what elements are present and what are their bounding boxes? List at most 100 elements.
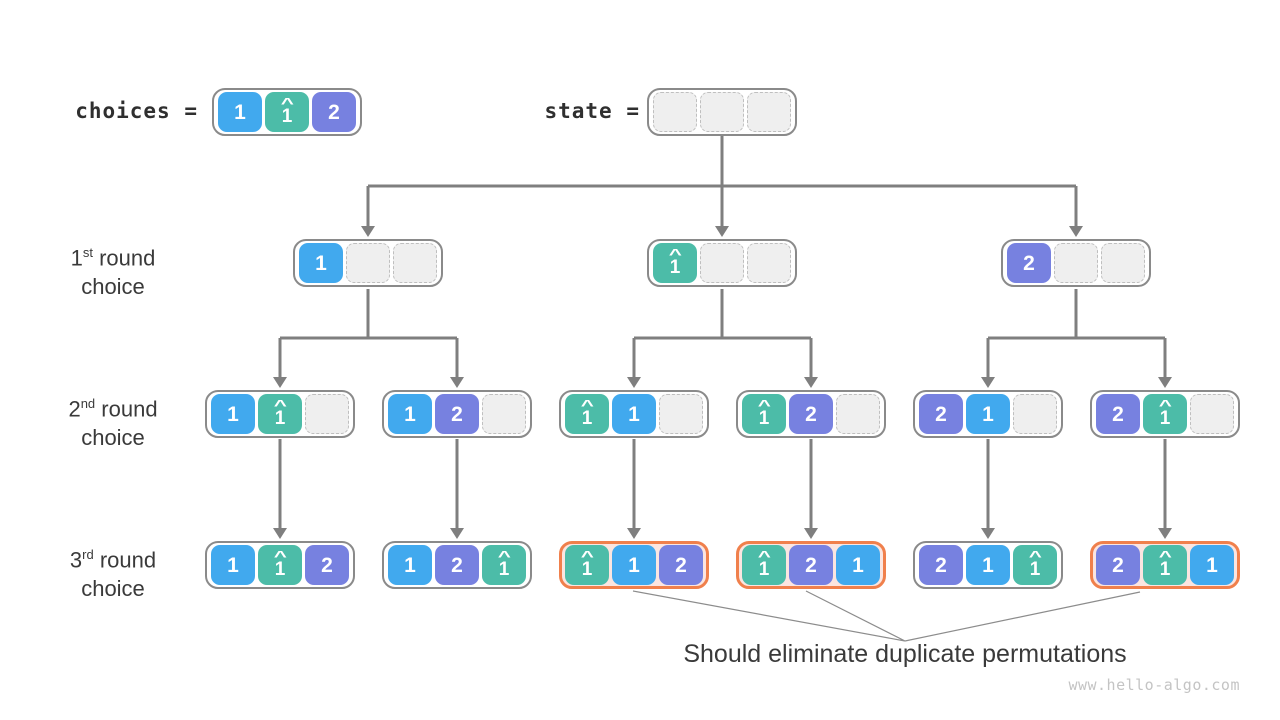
cell-1-hat: ^1 bbox=[265, 92, 309, 132]
cell-2: 2 bbox=[305, 545, 349, 585]
arrow-down-icon bbox=[715, 226, 729, 237]
arrow-down-icon bbox=[450, 528, 464, 539]
round-word: round bbox=[99, 245, 156, 271]
empty-cell bbox=[747, 92, 791, 132]
cell-1-hat: ^1 bbox=[653, 243, 697, 283]
digit: 1 bbox=[669, 257, 681, 278]
empty-cell bbox=[659, 394, 703, 434]
cell-2: 2 bbox=[312, 92, 356, 132]
cell-1: 1 bbox=[1190, 545, 1234, 585]
empty-cell bbox=[346, 243, 390, 283]
arrow-down-icon bbox=[981, 528, 995, 539]
cell-2: 2 bbox=[435, 545, 479, 585]
digit: 1 bbox=[758, 408, 770, 429]
hat-mark: ^ bbox=[1028, 548, 1042, 565]
cell-1: 1 bbox=[836, 545, 880, 585]
duplicate-annotation: Should eliminate duplicate permutations bbox=[683, 640, 1127, 668]
empty-cell bbox=[653, 92, 697, 132]
hat-mark: ^ bbox=[1158, 548, 1172, 565]
digit: 1 bbox=[758, 559, 770, 580]
empty-cell bbox=[393, 243, 437, 283]
cell-1: 1 bbox=[211, 545, 255, 585]
round1-node-1: 1 bbox=[293, 239, 443, 287]
arrow-down-icon bbox=[981, 377, 995, 388]
arrow-down-icon bbox=[1158, 377, 1172, 388]
digit: 1 bbox=[1029, 559, 1041, 580]
cell-1-hat: ^1 bbox=[482, 545, 526, 585]
cell-1: 1 bbox=[388, 545, 432, 585]
cell-2: 2 bbox=[1096, 545, 1140, 585]
cell-2: 2 bbox=[789, 545, 833, 585]
empty-cell bbox=[1190, 394, 1234, 434]
cell-1-hat: ^1 bbox=[565, 545, 609, 585]
round1-node-1hat: ^1 bbox=[647, 239, 797, 287]
empty-cell bbox=[700, 92, 744, 132]
empty-cell bbox=[836, 394, 880, 434]
empty-cell bbox=[305, 394, 349, 434]
hat-mark: ^ bbox=[757, 397, 771, 414]
ordinal: 3 bbox=[69, 547, 83, 573]
hat-mark: ^ bbox=[273, 397, 287, 414]
connector-root-to-round1 bbox=[366, 136, 1078, 226]
arrow-down-icon bbox=[273, 377, 287, 388]
choice-word: choice bbox=[81, 425, 145, 451]
cell-1: 1 bbox=[218, 92, 262, 132]
arrow-down-icon bbox=[804, 528, 818, 539]
ordinal: 1 bbox=[70, 245, 83, 271]
arrow-down-icon bbox=[273, 528, 287, 539]
hat-mark: ^ bbox=[668, 246, 682, 263]
cell-2: 2 bbox=[1007, 243, 1051, 283]
ordinal-suffix: nd bbox=[80, 396, 96, 411]
empty-cell bbox=[747, 243, 791, 283]
arrow-down-icon bbox=[804, 377, 818, 388]
hat-mark: ^ bbox=[273, 548, 287, 565]
cell-1: 1 bbox=[211, 394, 255, 434]
empty-cell bbox=[1054, 243, 1098, 283]
digit: 1 bbox=[1159, 559, 1171, 580]
arrow-down-icon bbox=[627, 377, 641, 388]
cell-1-hat: ^1 bbox=[742, 545, 786, 585]
arrow-down-icon bbox=[627, 528, 641, 539]
digit: 1 bbox=[274, 408, 286, 429]
cell-2: 2 bbox=[1096, 394, 1140, 434]
ordinal-suffix: rd bbox=[82, 547, 94, 562]
round2-node-2-1hat: 2^1 bbox=[1090, 390, 1240, 438]
cell-1-hat: ^1 bbox=[1143, 394, 1187, 434]
arrow-down-icon bbox=[450, 377, 464, 388]
digit: 1 bbox=[498, 559, 510, 580]
state-label: state = bbox=[544, 99, 640, 123]
choice-word: choice bbox=[81, 576, 145, 602]
row-label-round3: 3rd round choice bbox=[23, 540, 203, 603]
hat-mark: ^ bbox=[757, 548, 771, 565]
ordinal-suffix: st bbox=[82, 245, 93, 260]
cell-1-hat: ^1 bbox=[258, 394, 302, 434]
cell-2: 2 bbox=[919, 394, 963, 434]
connector-round1-to-round2 bbox=[278, 289, 1167, 377]
state-box bbox=[647, 88, 797, 136]
cell-1: 1 bbox=[299, 243, 343, 283]
cell-1-hat: ^1 bbox=[1013, 545, 1057, 585]
row-label-round1: 1st round choice bbox=[23, 238, 203, 301]
empty-cell bbox=[1013, 394, 1057, 434]
arrow-down-icon bbox=[1158, 528, 1172, 539]
cell-1: 1 bbox=[612, 394, 656, 434]
cell-2: 2 bbox=[659, 545, 703, 585]
hat-mark: ^ bbox=[280, 95, 294, 112]
cell-1-hat: ^1 bbox=[1143, 545, 1187, 585]
hat-mark: ^ bbox=[580, 548, 594, 565]
cell-1-hat: ^1 bbox=[258, 545, 302, 585]
hat-mark: ^ bbox=[497, 548, 511, 565]
digit: 1 bbox=[581, 559, 593, 580]
cell-2: 2 bbox=[435, 394, 479, 434]
cell-1: 1 bbox=[388, 394, 432, 434]
